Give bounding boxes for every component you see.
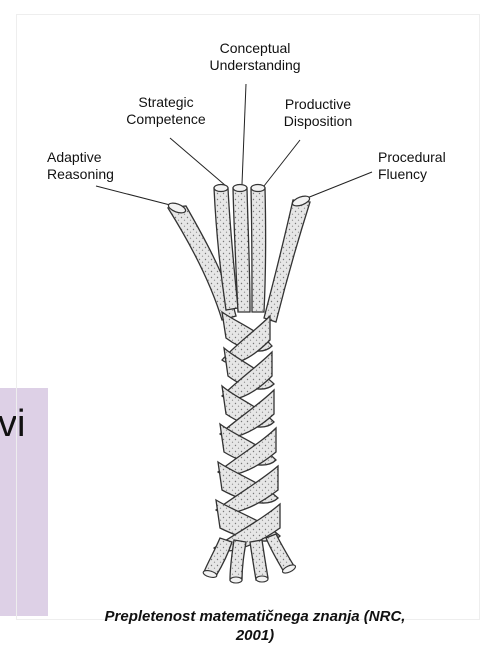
- pointer-productive: [264, 140, 300, 186]
- strand-procedural: [264, 200, 310, 322]
- label-procedural-fluency: Procedural Fluency: [378, 149, 468, 183]
- rope-strands: [168, 188, 310, 322]
- label-strategic-competence: Strategic Competence: [108, 94, 224, 128]
- pointer-conceptual: [242, 84, 246, 184]
- rope-braid: [214, 312, 280, 551]
- label-productive-disposition: Productive Disposition: [268, 96, 368, 130]
- label-adaptive-reasoning: Adaptive Reasoning: [47, 149, 137, 183]
- label-conceptual-understanding: Conceptual Understanding: [194, 40, 316, 74]
- pointer-strategic: [170, 138, 226, 186]
- strand-productive: [251, 188, 266, 312]
- figure-caption: Prepletenost matematičnega znanja (NRC, …: [40, 607, 470, 645]
- tail-3: [250, 540, 268, 580]
- pointer-adaptive: [96, 186, 174, 206]
- pointer-procedural: [302, 172, 372, 200]
